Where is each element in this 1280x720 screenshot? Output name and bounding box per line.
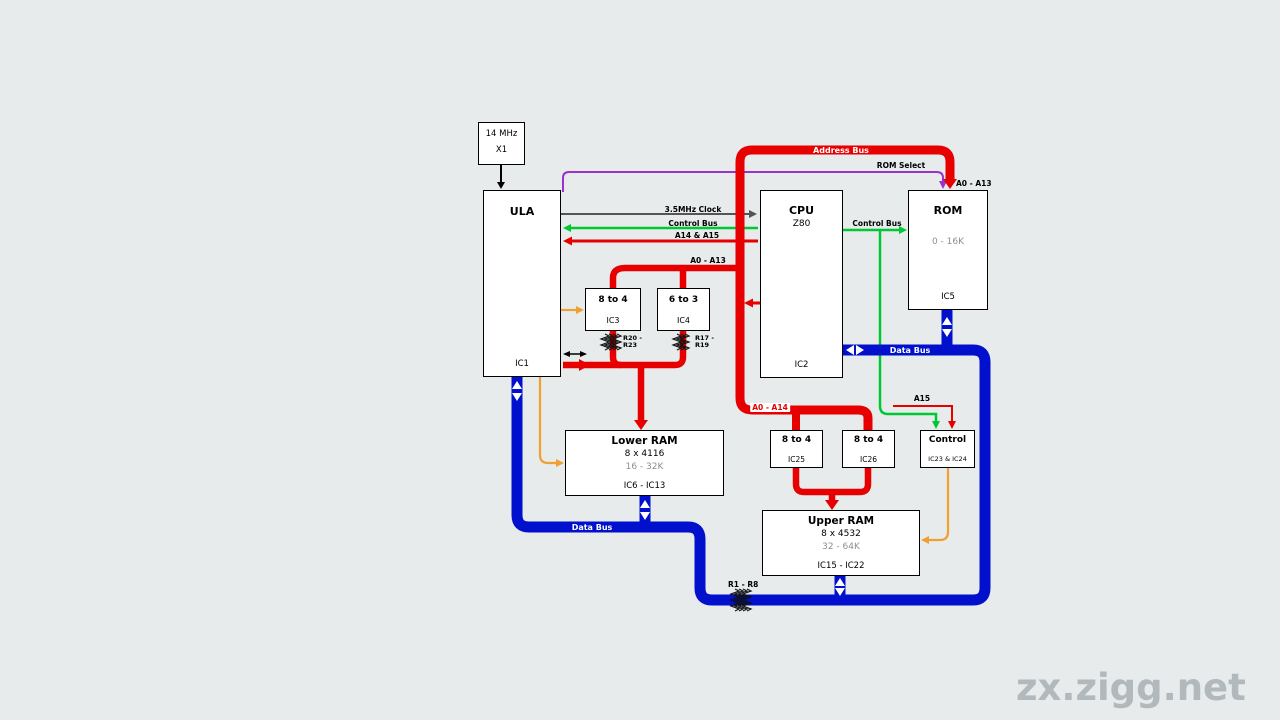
lowerram-data-arrow-up bbox=[640, 500, 650, 508]
upperram-mux-link bbox=[792, 468, 872, 496]
lower-ram-box: Lower RAM 8 x 4116 16 - 32K IC6 - IC13 bbox=[565, 430, 724, 496]
upper-ram-ic: IC15 - IC22 bbox=[817, 561, 865, 571]
ula-box: ULA IC1 bbox=[483, 190, 561, 377]
mux-ic26-title: 8 to 4 bbox=[853, 435, 884, 445]
ula-lowerram-wire bbox=[538, 377, 556, 465]
cpu-data-arrow-left bbox=[846, 345, 854, 355]
upper-ram-title: Upper RAM bbox=[807, 515, 875, 527]
clock-arrow bbox=[749, 210, 757, 218]
r17-r19-label: R17 - R19 bbox=[695, 334, 715, 349]
control-upperram-arrow bbox=[921, 536, 929, 544]
rom-select-label: ROM Select bbox=[876, 161, 926, 170]
mux-ic3-title: 8 to 4 bbox=[598, 295, 628, 305]
a15-label: A15 bbox=[913, 394, 931, 403]
a0-a14-label: A0 - A14 bbox=[750, 403, 790, 412]
ula-data-arrow-down bbox=[512, 393, 522, 401]
bidir-left-arrow bbox=[563, 351, 570, 357]
control-ula-arrow bbox=[563, 224, 571, 232]
lower-ram-title: Lower RAM bbox=[611, 435, 678, 447]
rom-address-arrow bbox=[943, 179, 957, 189]
control-rom-arrow bbox=[899, 226, 907, 234]
crystal-title: 14 MHz bbox=[485, 129, 518, 139]
control-ic: IC23 & IC24 bbox=[928, 455, 967, 463]
rom-data-arrow-up bbox=[942, 317, 952, 325]
ula-data-arrow-up bbox=[512, 381, 522, 389]
mux-ic25-ic: IC25 bbox=[788, 455, 805, 464]
cpu-title: CPU bbox=[788, 204, 815, 217]
mux-ic25-title: 8 to 4 bbox=[781, 435, 812, 445]
address-bus-main bbox=[735, 145, 955, 430]
mux-ic26-ic: IC26 bbox=[860, 455, 877, 464]
rom-data-arrow-down bbox=[942, 329, 952, 337]
control-box-arrow bbox=[932, 421, 940, 429]
ula-lowerram-arrow bbox=[556, 459, 564, 467]
rom-a0-a13-label: A0 - A13 bbox=[956, 179, 992, 188]
control-upperram-wire bbox=[929, 468, 950, 542]
lower-ram-ic: IC6 - IC13 bbox=[623, 481, 666, 491]
control-bus-ula-label: Control Bus bbox=[668, 219, 718, 228]
control-title: Control bbox=[928, 435, 967, 445]
rom-select-arrow bbox=[939, 181, 947, 189]
resistor-pack-r17-r19 bbox=[671, 333, 691, 351]
upper-ram-range: 32 - 64K bbox=[822, 542, 860, 552]
ula-ic: IC1 bbox=[515, 359, 529, 369]
mux-ic26-box: 8 to 4 IC26 bbox=[842, 430, 895, 468]
ula-mux-arrow bbox=[576, 306, 584, 314]
a14-a15-label: A14 & A15 bbox=[674, 231, 720, 240]
rom-title: ROM bbox=[933, 204, 963, 217]
lowerram-address-arrow bbox=[634, 420, 648, 430]
mux-out-arrow bbox=[579, 359, 590, 371]
a15-wire bbox=[893, 405, 953, 421]
lower-ram-sub: 8 x 4116 bbox=[624, 449, 665, 459]
mux-ic25-box: 8 to 4 IC25 bbox=[770, 430, 823, 468]
upperram-data-arrow-down bbox=[835, 588, 845, 596]
resistor-pack-r20-r23 bbox=[599, 333, 623, 351]
r1-r8-label: R1 - R8 bbox=[728, 580, 759, 589]
crystal-arrow bbox=[497, 182, 505, 189]
data-bus-upper-label: Data Bus bbox=[889, 346, 931, 355]
mux-ic4-title: 6 to 3 bbox=[668, 295, 699, 305]
cpu-ic: IC2 bbox=[794, 360, 809, 370]
address-bus-mux-branch bbox=[609, 264, 740, 288]
a15-arrow bbox=[948, 421, 956, 429]
resistor-pack-r1-r8 bbox=[729, 588, 753, 612]
rom-box: ROM 0 - 16K IC5 bbox=[908, 190, 988, 310]
watermark: zx.zigg.net bbox=[1016, 666, 1246, 709]
cpu-box: CPU Z80 IC2 bbox=[760, 190, 843, 378]
upperram-data-arrow-up bbox=[835, 578, 845, 586]
lower-ram-range: 16 - 32K bbox=[625, 462, 664, 472]
ula-title: ULA bbox=[509, 205, 535, 218]
rom-select-wire bbox=[562, 171, 944, 192]
mux-ic3-box: 8 to 4 IC3 bbox=[585, 288, 641, 331]
control-bus-rom-label: Control Bus bbox=[852, 219, 902, 228]
rom-range: 0 - 16K bbox=[931, 237, 965, 247]
crystal-box: 14 MHz X1 bbox=[478, 122, 525, 165]
a14-a15-arrow bbox=[563, 236, 572, 246]
mux-ic4-ic: IC4 bbox=[676, 316, 691, 325]
control-box: Control IC23 & IC24 bbox=[920, 430, 975, 468]
mux-ic3-ic: IC3 bbox=[606, 316, 620, 325]
address-bus-label: Address Bus bbox=[813, 146, 869, 155]
data-bus-main bbox=[511, 344, 991, 606]
mux-out-link bbox=[609, 331, 687, 369]
data-bus-lower-label: Data Bus bbox=[571, 523, 613, 532]
cpu-address-arrow bbox=[744, 298, 753, 308]
r20-r23-label: R20 - R23 bbox=[623, 334, 643, 349]
lowerram-data-arrow-down bbox=[640, 512, 650, 520]
rom-ic: IC5 bbox=[941, 292, 955, 302]
mux-a0-a13-label: A0 - A13 bbox=[690, 256, 726, 265]
mux-ic4-box: 6 to 3 IC4 bbox=[657, 288, 710, 331]
cpu-sub: Z80 bbox=[792, 219, 811, 229]
upper-ram-box: Upper RAM 8 x 4532 32 - 64K IC15 - IC22 bbox=[762, 510, 920, 576]
bidir-right-arrow bbox=[580, 351, 587, 357]
control-drop-wire bbox=[878, 230, 938, 422]
upper-ram-sub: 8 x 4532 bbox=[821, 529, 861, 539]
upperram-address-arrow bbox=[825, 500, 839, 510]
crystal-sub: X1 bbox=[495, 145, 508, 155]
cpu-data-arrow-right bbox=[856, 345, 864, 355]
clock-label: 3.5MHz Clock bbox=[664, 205, 722, 214]
